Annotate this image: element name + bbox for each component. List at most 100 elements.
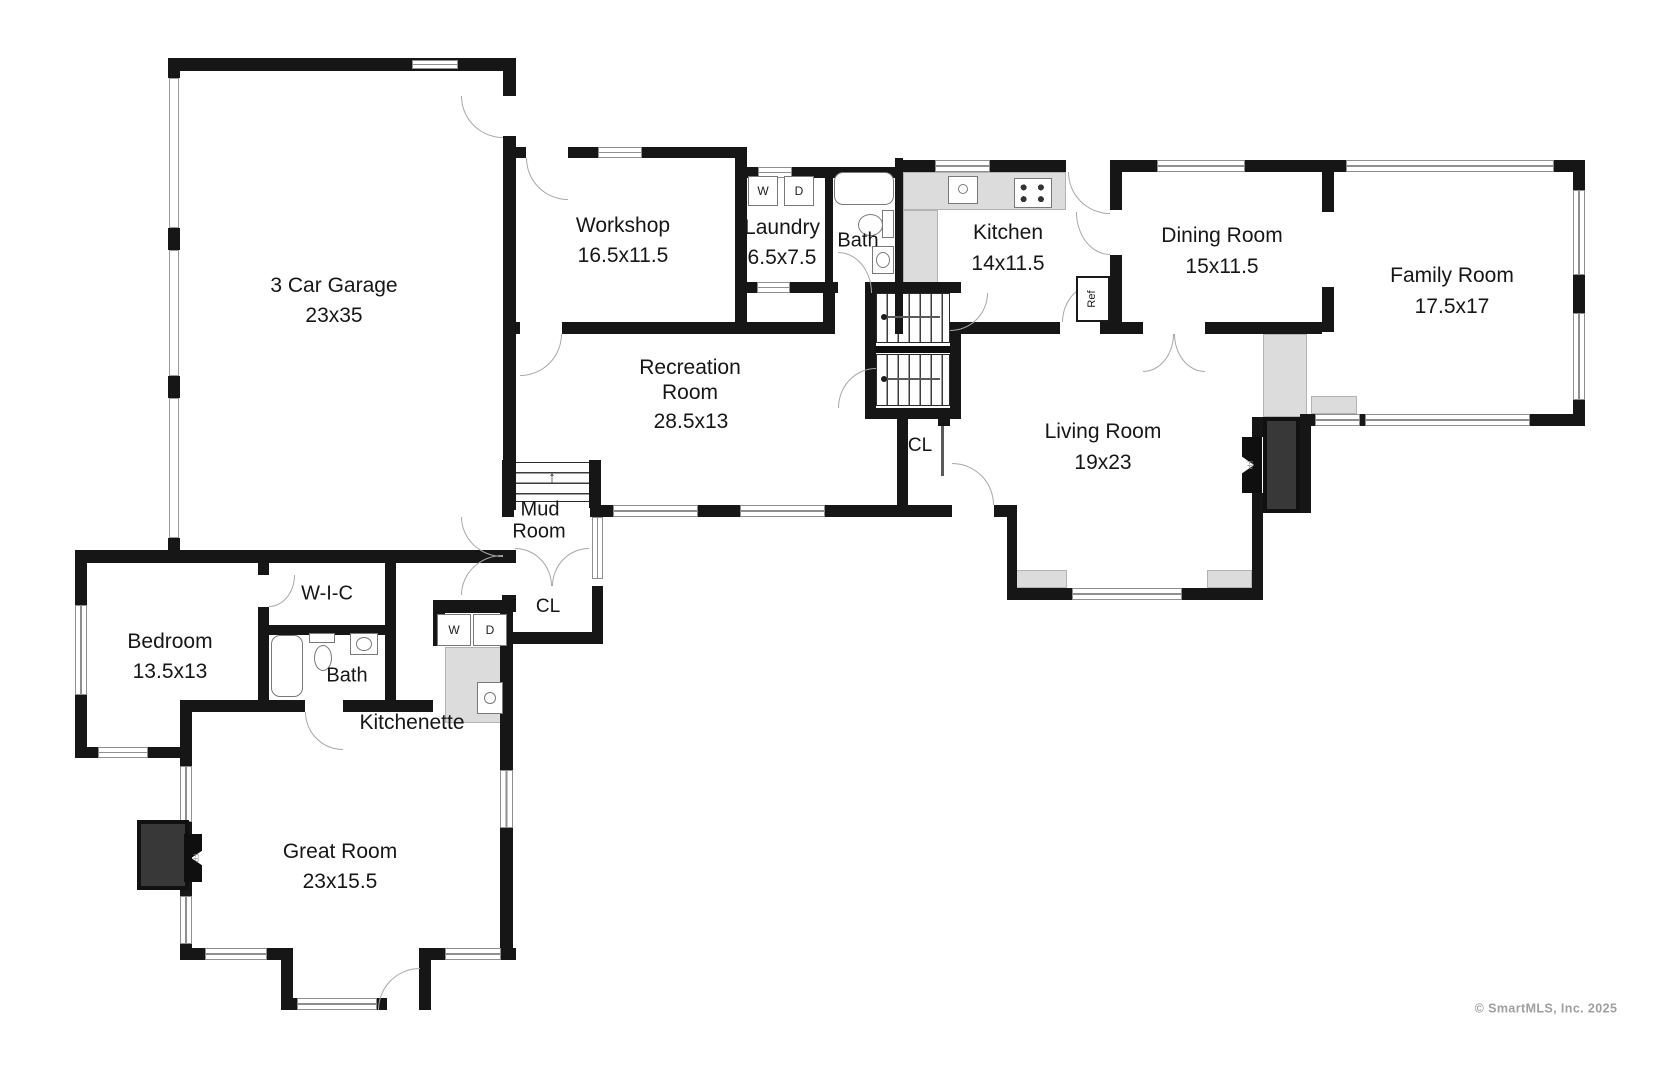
garage-top-wall (168, 58, 516, 71)
stairs-left-wall (865, 282, 876, 419)
kitchen-top-window (935, 160, 990, 172)
bath-lower-door (305, 712, 343, 750)
room-label-living-name: Living Room (1044, 419, 1162, 443)
dining-top-wall-a (1122, 160, 1157, 172)
greatroom-bay-door (378, 968, 420, 1010)
suite-right-wall (385, 563, 396, 712)
room-label-mud-1: Mud (520, 498, 560, 521)
dryer-laundry: D (784, 176, 814, 206)
living-top-wall-a (950, 322, 1060, 334)
greatroom-left-wall-a (180, 700, 192, 766)
dining-top-wall-b (1245, 160, 1334, 172)
greatroom-bottom-a (180, 948, 205, 960)
label-fp-living: FP (1245, 460, 1253, 470)
stairs-lower-flight (876, 354, 950, 406)
greatroom-left-window-2 (180, 896, 192, 944)
room-label-workshop-name: Workshop (575, 213, 671, 237)
kitchen-entry-door (1068, 172, 1110, 214)
bedroom-bottom-wall-a (75, 747, 98, 758)
rec-bottom-window-1 (613, 505, 698, 517)
dining-french-door-right (1174, 334, 1205, 372)
garage-entry-door (461, 96, 503, 138)
kitchen-left-wall (895, 158, 903, 334)
room-label-garage-dims: 23x35 (305, 303, 363, 327)
bath-bottom-wall-b (870, 282, 957, 293)
family-top-window (1346, 160, 1554, 172)
dining-family-wall-b (1322, 287, 1334, 332)
room-label-laundry-name: Laundry (744, 215, 820, 239)
greatroom-right-wall-a (500, 612, 513, 770)
dining-bottom-wall-a (1122, 322, 1143, 334)
greatroom-right-wall-b (500, 828, 513, 960)
workshop-right-wall (735, 147, 747, 333)
living-bay-window (1072, 588, 1182, 600)
laundry-bottom-wall-b (790, 282, 825, 293)
toilet-lower-bowl (314, 645, 332, 671)
room-label-great-dims: 23x15.5 (302, 869, 378, 893)
kitchen-top-wall-b (990, 160, 1066, 172)
tub-lower (271, 635, 303, 697)
bedroom-bottom-wall-b (148, 747, 192, 758)
family-bottom-window-2 (1365, 414, 1530, 426)
mudcl-door-right (552, 548, 589, 586)
greatroom-bottom-window-2 (445, 948, 501, 960)
bath-upper-door (838, 252, 872, 293)
wic-divider-a (258, 563, 269, 575)
room-label-great-name: Great Room (282, 839, 398, 863)
stairs-right-wall-b (950, 331, 961, 412)
sink-upper-basin (876, 252, 890, 268)
room-label-rec-name-1: Recreation (639, 355, 741, 379)
kitchen-dining-wall-b (1110, 255, 1122, 332)
family-right-window-1 (1573, 190, 1585, 275)
stairs-upper-arrow-line (884, 316, 940, 318)
living-right-wall-b (1252, 493, 1263, 600)
living-bay-seat-left (1015, 570, 1067, 588)
workshop-top-window (598, 147, 642, 158)
room-label-kitchen-dims: 14x11.5 (971, 251, 1045, 275)
living-entry-door (952, 463, 994, 505)
greatroom-baystep-left (281, 948, 293, 1010)
south-wall-e (994, 505, 1017, 517)
toilet-upper-tank (882, 210, 894, 238)
family-bottom-window-1 (1315, 414, 1360, 426)
room-label-bath-lower: Bath (326, 664, 368, 687)
family-right-window-2 (1573, 313, 1585, 400)
room-label-dining-name: Dining Room (1161, 223, 1283, 247)
garage-top-window (412, 60, 458, 69)
kitchen-dining-wall-a (1110, 160, 1122, 210)
south-wall-c (698, 505, 740, 517)
garage-door-panel-2 (169, 250, 179, 376)
room-label-family-dims: 17.5x17 (1414, 294, 1490, 318)
living-bay-bottom-b (1182, 588, 1262, 600)
wic-door (269, 575, 295, 607)
washer-kitchenette: W (437, 614, 471, 646)
mud-stairs-arrow: ↑ (548, 469, 556, 487)
rec-door (520, 334, 562, 376)
hall-floor (1263, 334, 1307, 417)
stairs-closet-right-nub (938, 419, 950, 426)
room-label-bedroom-dims: 13.5x13 (132, 659, 208, 683)
living-bay-bottom-a (1007, 588, 1072, 600)
room-label-dining-dims: 15x11.5 (1185, 254, 1259, 278)
room-label-living-dims: 19x23 (1074, 450, 1132, 474)
fireplace-living-block (1263, 417, 1300, 513)
wic-bottom-wall (258, 625, 395, 635)
greatroom-bay-window (297, 998, 377, 1010)
mudcl-bottom-wall (502, 632, 603, 644)
label-fp-great: FP (191, 853, 199, 863)
garage-door-panel-3 (169, 398, 179, 538)
kitchen-sink-drain (958, 184, 968, 194)
garage-nub-tl (168, 58, 180, 78)
sink-lower-basin (356, 637, 372, 651)
mud-left-wall-a (502, 460, 513, 517)
room-label-cl-mud: CL (535, 596, 561, 618)
stairs-upper-arrow-dot (881, 314, 887, 320)
rec-top-wall-a (503, 322, 520, 334)
room-label-bath-upper: Bath (837, 229, 879, 252)
family-bottom-wall-c (1530, 414, 1585, 426)
laundry-stairs-connector (823, 282, 835, 334)
workshop-door (526, 158, 568, 200)
dining-top-window (1157, 160, 1245, 172)
dining-bottom-wall-b (1205, 322, 1322, 334)
family-window-seat (1311, 396, 1357, 414)
